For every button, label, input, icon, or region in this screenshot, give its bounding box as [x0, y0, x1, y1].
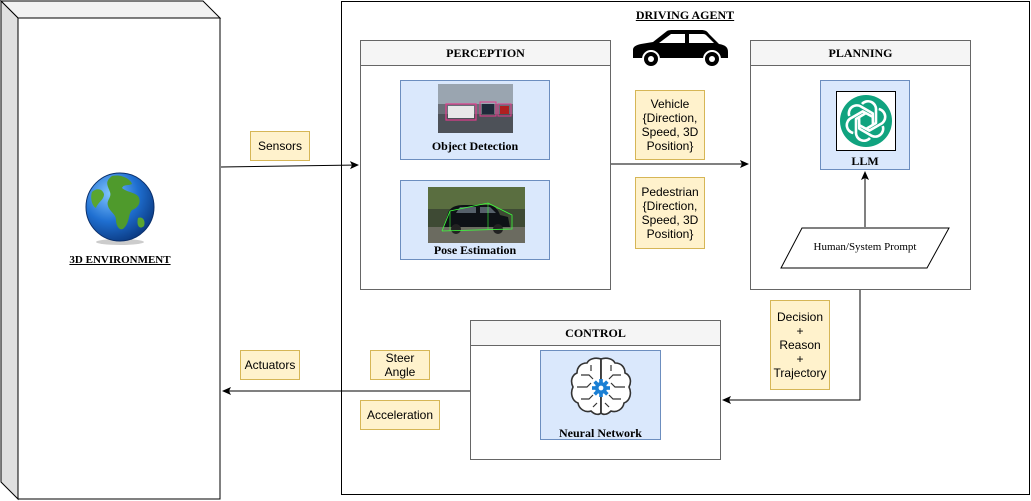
neural-network-label: Neural Network: [559, 426, 642, 440]
neural-network-box: Neural Network: [540, 350, 661, 440]
decision-line-5: Trajectory: [773, 366, 827, 380]
vehicle-note: Vehicle {Direction, Speed, 3D Position}: [635, 90, 705, 160]
llm-box: LLM: [820, 80, 910, 170]
actuators-note: Actuators: [240, 350, 300, 380]
acceleration-text: Acceleration: [366, 408, 434, 422]
llm-label: LLM: [851, 154, 879, 168]
pose-estimation-image: [428, 187, 525, 243]
steer-line-1: Steer: [385, 351, 415, 365]
perception-title: PERCEPTION: [361, 41, 610, 66]
pose-estimation-label: Pose Estimation: [433, 243, 517, 257]
control-title: CONTROL: [471, 321, 720, 346]
driving-agent-title: DRIVING AGENT: [635, 8, 735, 22]
vehicle-line-1: Vehicle: [650, 97, 690, 111]
decision-line-3: Reason: [779, 338, 821, 352]
object-detection-box: Object Detection: [400, 80, 550, 160]
pedestrian-line-1: Pedestrian: [641, 185, 699, 199]
vehicle-line-4: Position}: [646, 139, 694, 153]
planning-to-control-arrow: [722, 290, 861, 404]
actuators-text: Actuators: [244, 358, 296, 372]
brain-circuit-icon: [570, 357, 632, 416]
pedestrian-line-2: {Direction,: [642, 199, 698, 213]
decision-line-4: +: [796, 352, 804, 366]
decision-note: Decision + Reason + Trajectory: [770, 300, 830, 390]
pedestrian-line-4: Position}: [646, 227, 694, 241]
acceleration-note: Acceleration: [360, 400, 440, 430]
sensors-text: Sensors: [257, 139, 303, 153]
environment-label: 3D ENVIRONMENT: [69, 254, 171, 266]
object-detection-label: Object Detection: [431, 139, 519, 153]
steer-angle-note: Steer Angle: [370, 350, 430, 380]
object-detection-image: [438, 84, 513, 133]
vehicle-line-3: Speed, 3D: [641, 125, 699, 139]
sensors-arrow: [220, 161, 359, 170]
sensors-note: Sensors: [250, 131, 310, 161]
steer-line-2: Angle: [384, 365, 416, 379]
decision-line-2: +: [796, 324, 804, 338]
prompt-shape: [780, 227, 950, 269]
openai-logo-icon: [836, 91, 896, 151]
planning-title: PLANNING: [751, 41, 970, 66]
globe-icon: [85, 172, 155, 245]
pose-estimation-box: Pose Estimation: [400, 180, 550, 260]
vehicle-line-2: {Direction,: [642, 111, 698, 125]
pedestrian-line-3: Speed, 3D: [641, 213, 699, 227]
environment-box: [0, 0, 222, 501]
decision-line-1: Decision: [776, 310, 824, 324]
pedestrian-note: Pedestrian {Direction, Speed, 3D Positio…: [635, 177, 705, 249]
car-icon: [633, 30, 728, 68]
prompt-label: Human/System Prompt: [813, 241, 917, 253]
